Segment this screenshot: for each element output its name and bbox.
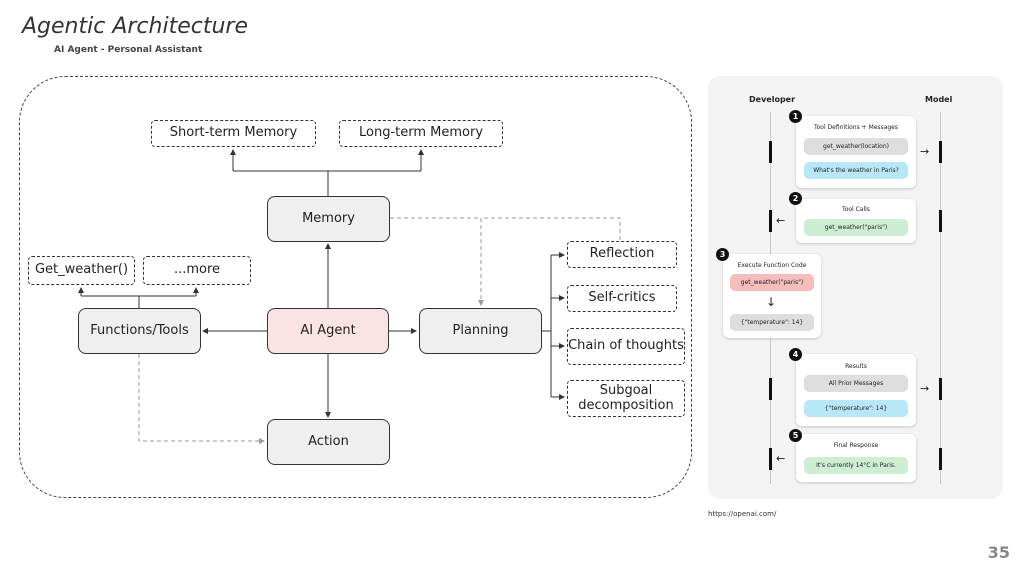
short-term-memory-node: Short-term Memory [151, 120, 316, 147]
subgoal-decomposition-node: Subgoal decomposition [567, 380, 685, 417]
step-2-dev-bar [769, 210, 772, 232]
step-4-result: {"temperature": 14} [804, 400, 908, 417]
more-tools-node: ...more [143, 256, 251, 285]
step-1-tool-definition: get_weather(location) [804, 138, 908, 155]
step-4-card: Results All Prior Messages {"temperature… [796, 354, 916, 426]
step-1-dev-bar [769, 141, 772, 163]
left-arrow-icon: ← [776, 214, 786, 227]
step-1-title: Tool Definitions + Messages [813, 124, 898, 131]
planning-node: Planning [419, 308, 542, 354]
reflection-node: Reflection [567, 241, 677, 268]
step-3-result: {"temperature": 14} [730, 314, 814, 331]
source-link[interactable]: https://openai.com/ [708, 510, 777, 518]
page-number: 35 [987, 543, 1010, 562]
down-arrow-icon: ↓ [766, 295, 777, 309]
step-3-card: Execute Function Code get_weather("paris… [723, 254, 821, 338]
chain-of-thoughts-node: Chain of thoughts [567, 328, 685, 365]
ai-agent-node: AI Agent [267, 308, 389, 354]
step-2-model-bar [939, 210, 942, 232]
memory-node: Memory [267, 196, 390, 242]
step-3-function-call: get_weather("paris") [730, 274, 814, 291]
step-4-title: Results [845, 363, 867, 370]
step-3-title: Execute Function Code [737, 262, 807, 269]
step-4-prior-messages: All Prior Messages [804, 375, 908, 392]
step-1-card: Tool Definitions + Messages get_weather(… [796, 116, 916, 188]
step-5-title: Final Response [833, 442, 879, 449]
functions-tools-node: Functions/Tools [78, 308, 201, 354]
long-term-memory-node: Long-term Memory [339, 120, 503, 147]
step-5-dev-bar [769, 448, 772, 470]
step-4-badge: 4 [789, 348, 802, 361]
step-1-message: What's the weather in Paris? [804, 162, 908, 179]
step-5-badge: 5 [789, 429, 802, 442]
step-5-card: Final Response It's currently 14°C in Pa… [796, 434, 916, 482]
model-lifeline [940, 112, 941, 484]
diagram-frame [19, 76, 692, 498]
action-node: Action [267, 419, 390, 465]
right-arrow-icon: → [920, 145, 930, 158]
step-2-tool-call: get_weather("paris") [804, 219, 908, 236]
step-5-response: It's currently 14°C in Paris. [804, 457, 908, 474]
step-2-title: Tool Calls [842, 206, 870, 213]
step-5-model-bar [939, 448, 942, 470]
right-arrow-icon: → [920, 382, 930, 395]
get-weather-node: Get_weather() [28, 256, 135, 285]
step-4-dev-bar [769, 378, 772, 400]
left-arrow-icon: ← [776, 452, 786, 465]
developer-label: Developer [749, 95, 796, 104]
step-1-model-bar [939, 141, 942, 163]
model-label: Model [925, 95, 953, 104]
step-2-card: Tool Calls get_weather("paris") [796, 199, 916, 243]
step-4-model-bar [939, 378, 942, 400]
self-critics-node: Self-critics [567, 285, 677, 312]
step-3-badge: 3 [716, 248, 729, 261]
page-title: Agentic Architecture [22, 14, 248, 39]
step-2-badge: 2 [789, 192, 802, 205]
page-subtitle: AI Agent - Personal Assistant [54, 45, 203, 55]
step-1-badge: 1 [789, 110, 802, 123]
